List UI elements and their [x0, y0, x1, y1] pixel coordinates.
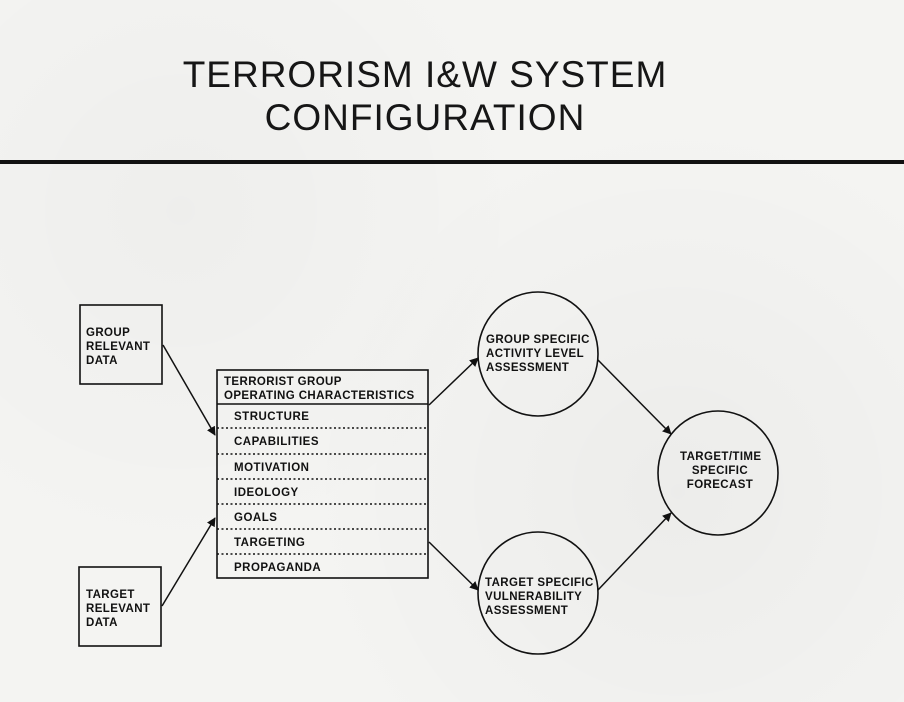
arrow-target-vulnerability-to-forecast	[597, 512, 672, 591]
target-data-line: DATA	[86, 617, 118, 629]
arrow-target-data-to-characteristics	[161, 517, 216, 607]
target-vulnerability-line: TARGET SPECIFIC	[485, 577, 594, 589]
forecast-label: TARGET/TIME SPECIFIC FORECAST	[680, 450, 762, 492]
page-title-line-1: TERRORISM I&W SYSTEM	[182, 54, 668, 95]
characteristic-motivation: MOTIVATION	[234, 462, 310, 474]
target-vulnerability-line: ASSESSMENT	[485, 605, 569, 617]
characteristics-box	[216, 369, 429, 579]
target-data-label: TARGET RELEVANT DATA	[86, 588, 150, 630]
group-data-label: GROUP RELEVANT DATA	[86, 326, 150, 368]
characteristic-capabilities: CAPABILITIES	[234, 436, 320, 448]
group-activity-line: ASSESSMENT	[486, 362, 570, 374]
target-vulnerability-circle	[477, 531, 599, 655]
characteristics-heading-line: OPERATING CHARACTERISTICS	[224, 390, 415, 402]
target-vulnerability-label: TARGET SPECIFIC VULNERABILITY ASSESSMENT	[485, 576, 594, 618]
group-activity-circle	[477, 291, 599, 417]
forecast-circle	[657, 410, 779, 536]
characteristic-goals: GOALS	[234, 512, 278, 524]
arrow-group-activity-to-forecast	[597, 359, 672, 435]
group-activity-line: ACTIVITY LEVEL	[486, 348, 585, 360]
target-data-line: RELEVANT	[86, 603, 151, 615]
target-vulnerability-line: VULNERABILITY	[485, 591, 583, 603]
forecast-line: SPECIFIC	[691, 465, 749, 477]
group-data-line: RELEVANT	[86, 341, 151, 353]
group-data-line: GROUP	[86, 327, 131, 339]
group-data-line: DATA	[86, 355, 118, 367]
characteristic-structure: STRUCTURE	[234, 411, 310, 423]
arrow-group-data-to-characteristics	[162, 344, 216, 436]
characteristic-propaganda: PROPAGANDA	[234, 562, 322, 574]
characteristic-targeting: TARGETING	[234, 537, 306, 549]
characteristics-heading-line: TERRORIST GROUP	[224, 376, 342, 388]
arrow-characteristics-to-group-activity	[428, 357, 479, 406]
characteristic-ideology: IDEOLOGY	[234, 487, 299, 499]
forecast-line: TARGET/TIME	[680, 451, 762, 463]
target-data-line: TARGET	[86, 589, 135, 601]
forecast-line: FORECAST	[686, 479, 754, 491]
target-data-box	[78, 566, 162, 647]
title-divider	[0, 160, 904, 164]
arrow-characteristics-to-target-vulnerability	[428, 541, 479, 591]
group-activity-label: GROUP SPECIFIC ACTIVITY LEVEL ASSESSMENT	[486, 333, 590, 375]
group-activity-line: GROUP SPECIFIC	[486, 334, 590, 346]
group-data-box	[79, 304, 163, 385]
page-title-line-2: CONFIGURATION	[264, 97, 586, 138]
characteristics-heading: TERRORIST GROUP OPERATING CHARACTERISTIC…	[224, 375, 429, 403]
